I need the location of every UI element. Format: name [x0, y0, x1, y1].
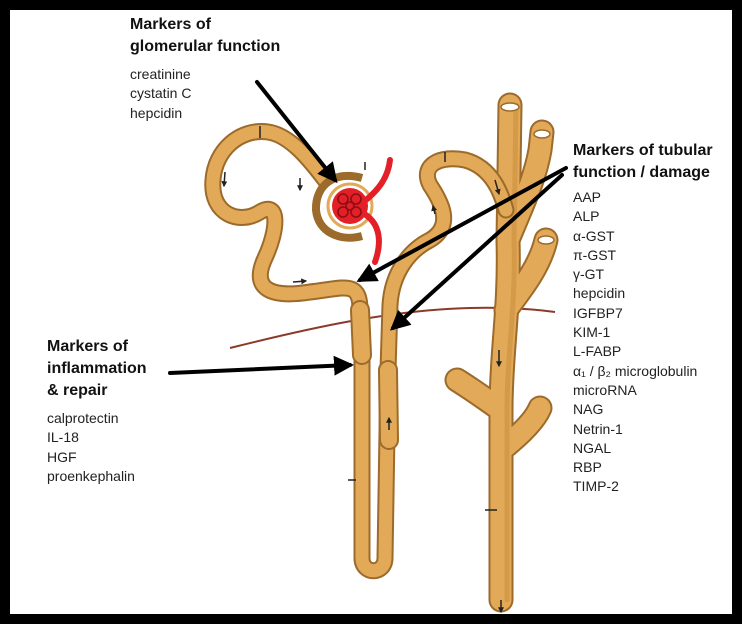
inflammation-title-line2: inflammation	[47, 358, 147, 380]
tubular-marker-item: Netrin-1	[573, 420, 697, 439]
tubular-marker-item: microRNA	[573, 381, 697, 400]
diagram-frame: Markers of glomerular function creatinin…	[10, 10, 732, 614]
inflammation-marker-item: calprotectin	[47, 409, 135, 428]
tubular-marker-item: RBP	[573, 458, 697, 477]
tubular-marker-item: α₁ / β₂ microglobulin	[573, 362, 697, 381]
glomerular-markers-title: Markers of glomerular function	[130, 14, 280, 58]
tubular-title-line2: function / damage	[573, 162, 713, 184]
inflammation-marker-item: proenkephalin	[47, 467, 135, 486]
glomerular-marker-item: hepcidin	[130, 104, 191, 123]
glomerular-marker-item: creatinine	[130, 65, 191, 84]
glomerular-title-line2: glomerular function	[130, 36, 280, 58]
tubular-marker-item: KIM-1	[573, 323, 697, 342]
tubular-marker-item: π-GST	[573, 246, 697, 265]
tubular-marker-item: L-FABP	[573, 342, 697, 361]
tubular-marker-item: AAP	[573, 188, 697, 207]
tubular-markers-title: Markers of tubular function / damage	[573, 140, 713, 184]
tubular-marker-item: TIMP-2	[573, 477, 697, 496]
tubular-marker-item: hepcidin	[573, 284, 697, 303]
tubular-marker-item: γ-GT	[573, 265, 697, 284]
inflammation-markers-title: Markers of inflammation & repair	[47, 336, 147, 402]
tubular-marker-item: α-GST	[573, 227, 697, 246]
inflammation-pointer-arrow	[170, 365, 350, 373]
collecting-duct	[457, 103, 554, 600]
tubular-marker-item: NAG	[573, 400, 697, 419]
inflammation-marker-item: IL-18	[47, 428, 135, 447]
tubular-marker-item: NGAL	[573, 439, 697, 458]
glomerular-marker-item: cystatin C	[130, 84, 191, 103]
tubular-marker-item: ALP	[573, 207, 697, 226]
glomerular-title-line1: Markers of	[130, 14, 280, 36]
inflammation-title-line3: & repair	[47, 380, 147, 402]
inflammation-title-line1: Markers of	[47, 336, 147, 358]
tubular-title-line1: Markers of tubular	[573, 140, 713, 162]
tubular-marker-item: IGFBP7	[573, 304, 697, 323]
inflammation-marker-item: HGF	[47, 448, 135, 467]
